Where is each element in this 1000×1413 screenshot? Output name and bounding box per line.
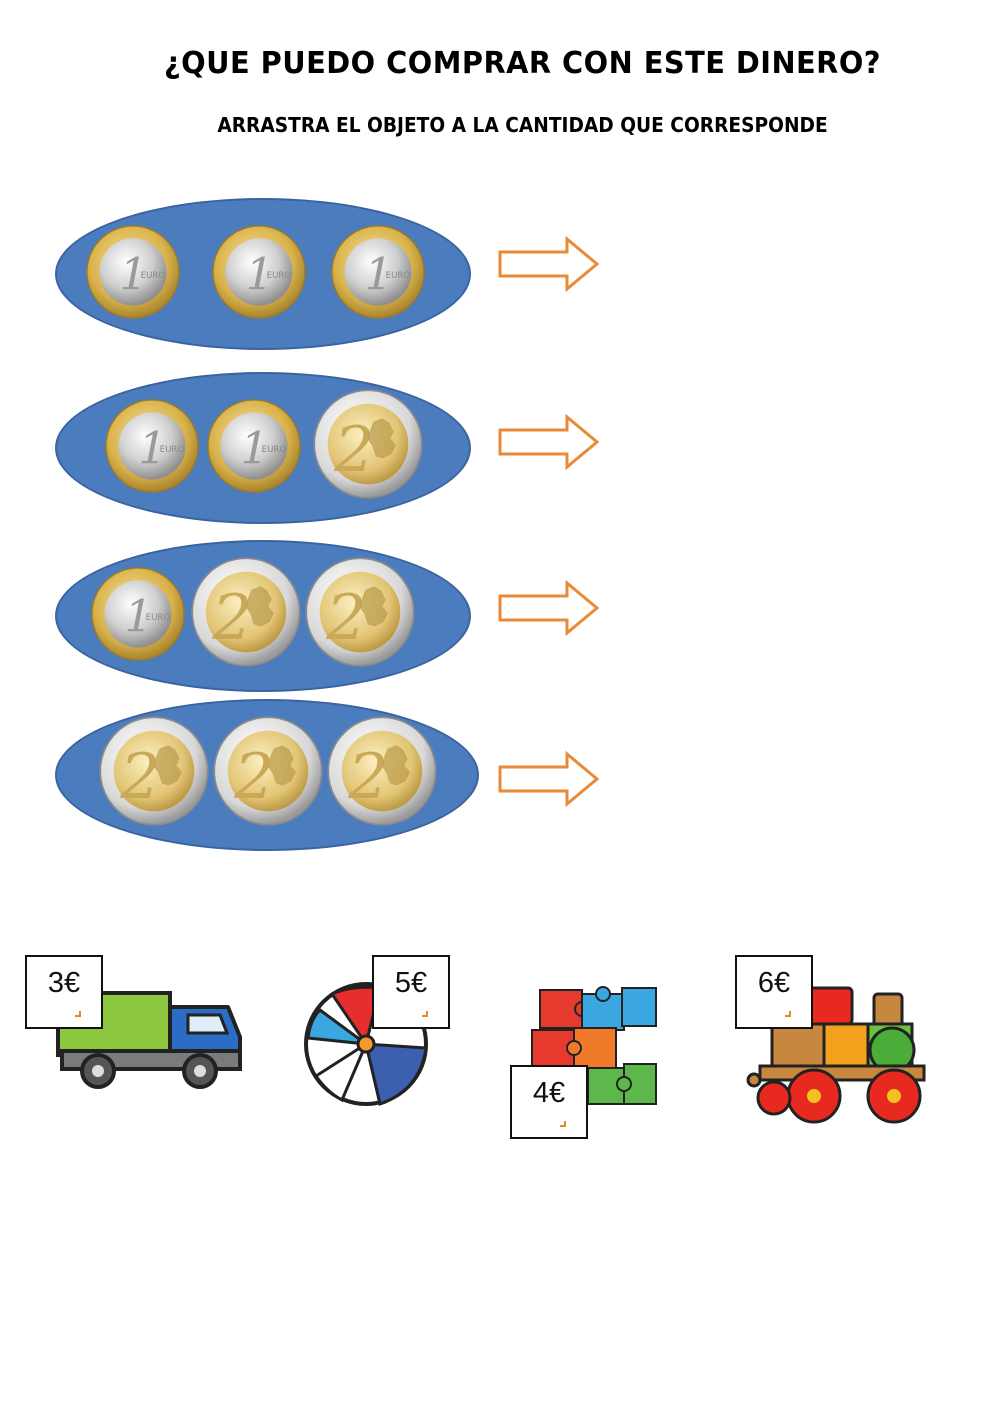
money-row-4: 2 2 2 (0, 697, 1000, 857)
two-euro-coin-icon: 2 (313, 389, 423, 499)
arrow-right-icon (498, 414, 600, 470)
price-label: 4€ (532, 1077, 566, 1109)
svg-text:1: 1 (125, 591, 153, 642)
resize-handle-icon (422, 1011, 428, 1017)
drop-zone-3[interactable] (620, 196, 950, 346)
drop-zone-4[interactable] (620, 370, 950, 520)
svg-text:1: 1 (139, 423, 167, 474)
arrow-right-icon (498, 236, 600, 292)
svg-text:EURO: EURO (146, 613, 171, 623)
two-euro-coin-icon: 2 (305, 557, 415, 667)
svg-text:2: 2 (325, 581, 366, 654)
svg-text:EURO: EURO (262, 445, 287, 455)
svg-text:EURO: EURO (160, 445, 185, 455)
puzzle-icon[interactable] (524, 980, 662, 1118)
svg-text:2: 2 (233, 740, 274, 813)
price-label: 5€ (394, 967, 428, 999)
instruction-text: ARRASTRA EL OBJETO A LA CANTIDAD QUE COR… (217, 113, 828, 137)
svg-text:EURO: EURO (267, 271, 292, 281)
svg-text:1: 1 (120, 249, 148, 300)
resize-handle-icon (785, 1011, 791, 1017)
arrow-right-icon (498, 580, 600, 636)
svg-text:1: 1 (246, 249, 274, 300)
svg-text:1: 1 (365, 249, 393, 300)
svg-text:1: 1 (241, 423, 269, 474)
price-label: 3€ (47, 967, 81, 999)
resize-handle-icon (75, 1011, 81, 1017)
price-label: 6€ (757, 967, 791, 999)
two-euro-coin-icon: 2 (327, 716, 437, 826)
toy-train-icon[interactable] (746, 980, 930, 1130)
resize-handle-icon (560, 1121, 566, 1127)
two-euro-coin-icon: 2 (191, 557, 301, 667)
arrow-right-icon (498, 751, 600, 807)
svg-text:2: 2 (347, 740, 388, 813)
drop-zone-5[interactable] (620, 538, 950, 688)
price-tag-ball[interactable]: 5€ (372, 955, 450, 1029)
svg-text:2: 2 (333, 413, 374, 486)
price-tag-train[interactable]: 6€ (735, 955, 813, 1029)
two-euro-coin-icon: 2 (99, 716, 209, 826)
svg-text:EURO: EURO (386, 271, 411, 281)
svg-text:EURO: EURO (141, 271, 166, 281)
svg-text:2: 2 (211, 581, 252, 654)
svg-text:2: 2 (119, 740, 160, 813)
price-tag-puzzle[interactable]: 4€ (510, 1065, 588, 1139)
page-title: ¿QUE PUEDO COMPRAR CON ESTE DINERO? (164, 46, 882, 81)
drop-zone-6[interactable] (620, 697, 950, 847)
price-tag-truck[interactable]: 3€ (25, 955, 103, 1029)
two-euro-coin-icon: 2 (213, 716, 323, 826)
